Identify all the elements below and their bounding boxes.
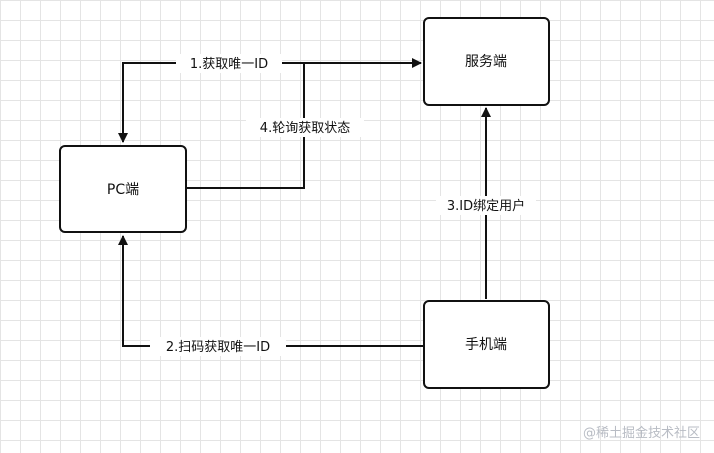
edge-poll-label: 4.轮询获取状态 [260,121,350,136]
node-server-label: 服务端 [465,54,507,70]
watermark-text: @稀土掘金技术社区 [583,425,700,441]
edge-scan-line [118,235,423,347]
edge-scan-label: 2.扫码获取唯一ID [166,340,270,355]
node-mobile-label: 手机端 [465,337,507,353]
node-mobile-box[interactable] [423,300,550,389]
edge-scan-label-bg [150,337,286,356]
edge-get-id: 1.获取唯一ID [118,54,403,143]
edge-bind-label: 3.ID绑定用户 [447,198,525,214]
edge-scan: 2.扫码获取唯一ID [118,235,423,356]
edge-poll-label-bg [246,118,364,137]
node-mobile[interactable]: 手机端 [423,300,550,389]
node-pc-label: PC端 [107,182,139,198]
edge-bind: 3.ID绑定用户 [436,107,536,299]
node-server-box[interactable] [423,17,550,106]
node-pc-box[interactable] [59,145,187,233]
node-server[interactable]: 服务端 [423,17,550,106]
node-pc[interactable]: PC端 [59,145,187,233]
edge-get-id-label: 1.获取唯一ID [190,57,268,72]
edge-get-id-label-bg [176,54,282,73]
edge-poll: 4.轮询获取状态 [186,58,422,189]
edge-bind-label-bg [436,196,536,215]
